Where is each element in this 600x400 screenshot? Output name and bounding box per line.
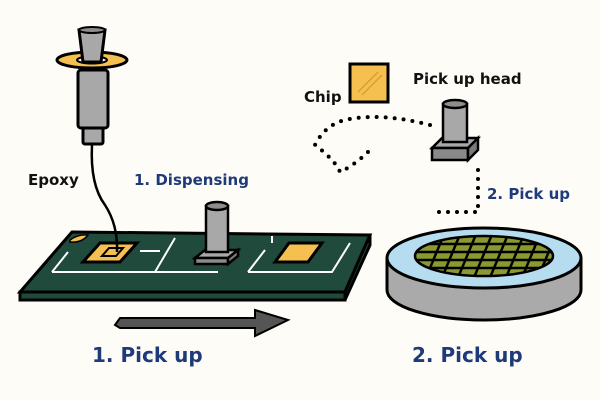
label-pick-up-small: 2. Pick up <box>487 185 570 203</box>
chip-icon <box>348 62 390 104</box>
chip-on-board <box>272 241 325 264</box>
dotted-path-head-to-wafer <box>433 168 480 214</box>
label-epoxy: Epoxy <box>28 171 79 189</box>
dotted-path-chip-to-head <box>312 114 432 175</box>
dispense-pad <box>79 241 141 264</box>
pick-up-head-on-board <box>191 200 242 267</box>
pick-up-head-icon <box>428 98 482 164</box>
epoxy-line <box>90 144 119 253</box>
label-dispensing: 1. Dispensing <box>134 171 249 189</box>
arrow-right-icon <box>113 308 291 338</box>
label-pick-up-head: Pick up head <box>413 70 522 88</box>
caption-step1: 1. Pick up <box>92 343 203 367</box>
wafer-ring-icon <box>385 226 583 322</box>
caption-step2: 2. Pick up <box>412 343 523 367</box>
syringe-icon <box>55 26 129 146</box>
label-chip: Chip <box>304 88 342 106</box>
